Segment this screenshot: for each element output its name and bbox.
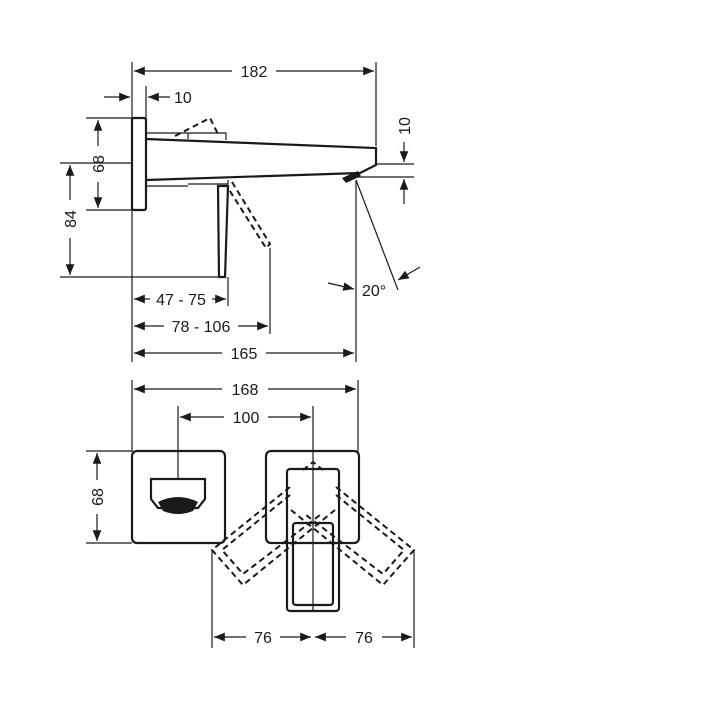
side-view: 182 10 68 84 10 20° 47 - 75 78 - 106 165: [60, 62, 421, 363]
dim-47-75: 47 - 75: [156, 292, 206, 309]
dim-68-front: 68: [90, 488, 107, 506]
spout-outlet-front: [149, 477, 207, 510]
lever-side: [216, 184, 230, 279]
lever-swing-right-dashed: [290, 486, 416, 587]
lever-open-dashed: [227, 181, 272, 250]
dim-10-plate: 10: [174, 90, 192, 107]
dim-76-left: 76: [254, 630, 272, 647]
dim-68-side: 68: [91, 155, 108, 173]
dim-100: 100: [233, 410, 260, 427]
dim-84: 84: [63, 210, 80, 228]
front-view: 168 100 68 76 76: [86, 380, 416, 648]
lever-swing-left-dashed: [210, 486, 336, 587]
dim-168: 168: [232, 382, 259, 399]
dim-182: 182: [241, 64, 268, 81]
spout-side: [145, 137, 378, 182]
wall-plate-side: [130, 116, 148, 212]
lever-plate-front: [264, 449, 361, 545]
lever-front: [285, 467, 341, 613]
dim-10-outlet: 10: [397, 117, 414, 135]
dim-78-106: 78 - 106: [172, 319, 231, 336]
dim-165: 165: [231, 346, 258, 363]
dim-20-angle: 20°: [362, 283, 386, 300]
dim-76-right: 76: [355, 630, 373, 647]
spout-plate-front: [130, 449, 227, 545]
